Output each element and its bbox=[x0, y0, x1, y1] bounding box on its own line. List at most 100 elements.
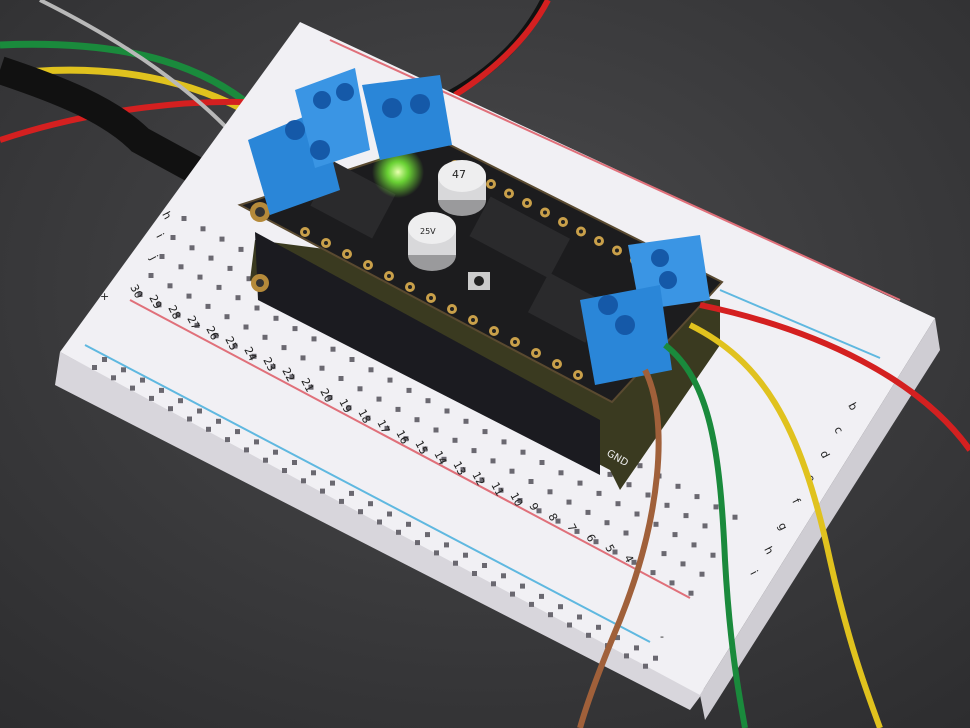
breadboard-hole bbox=[208, 255, 214, 261]
breadboard-front-edge bbox=[55, 352, 705, 710]
breadboard-hole bbox=[422, 446, 428, 452]
power-cable bbox=[0, 56, 257, 213]
rail-line-blue-near bbox=[84, 344, 651, 643]
rail-hole bbox=[225, 437, 230, 443]
breadboard-hole bbox=[227, 265, 233, 271]
row-number: 21 bbox=[298, 376, 316, 394]
rail-hole bbox=[244, 447, 249, 453]
breadboard-hole bbox=[292, 326, 298, 332]
row-number: 23 bbox=[260, 355, 278, 373]
row-number: 20 bbox=[317, 386, 335, 404]
rail-hole bbox=[520, 583, 525, 589]
breadboard-hole bbox=[300, 355, 306, 361]
breadboard-hole bbox=[593, 539, 599, 545]
column-letter: i bbox=[153, 231, 166, 240]
rail-hole bbox=[434, 550, 439, 556]
row-number: 13 bbox=[450, 459, 468, 477]
breadboard-hole bbox=[368, 367, 374, 373]
rail-hole bbox=[634, 645, 639, 651]
breadboard-hole bbox=[547, 489, 553, 495]
red-wire-top bbox=[453, 0, 551, 98]
rail-hole bbox=[453, 560, 458, 566]
column-letter: f bbox=[789, 496, 803, 507]
rail-hole bbox=[111, 375, 116, 381]
breadboard-hole bbox=[528, 479, 534, 484]
rail-hole bbox=[130, 385, 135, 391]
rail-hole bbox=[254, 439, 259, 445]
breadboard-hole bbox=[289, 374, 295, 380]
column-letter: c bbox=[831, 424, 845, 435]
breadboard-hole bbox=[520, 449, 526, 455]
breadboard-hole bbox=[585, 509, 591, 515]
breadboard-hole bbox=[612, 549, 618, 555]
rail-hole bbox=[368, 501, 373, 507]
breadboard-hole bbox=[159, 254, 165, 259]
breadboard-hole bbox=[189, 245, 195, 251]
breadboard-hole bbox=[509, 468, 515, 474]
rail-hole bbox=[187, 416, 192, 422]
breadboard-hole bbox=[555, 518, 561, 524]
breadboard-hole bbox=[675, 483, 681, 489]
breadboard-hole bbox=[463, 418, 469, 424]
rail-line-red-near bbox=[129, 299, 691, 599]
breadboard-hole bbox=[604, 520, 610, 526]
breadboard-hole bbox=[672, 532, 678, 538]
breadboard-hole bbox=[452, 437, 458, 443]
breadboard-hole bbox=[653, 521, 659, 527]
brown-wire-front bbox=[577, 368, 662, 728]
breadboard-hole bbox=[219, 236, 225, 242]
breadboard-hole bbox=[178, 264, 184, 270]
breadboard-hole bbox=[137, 292, 143, 297]
breadboard-hole bbox=[254, 305, 260, 311]
breadboard-hole bbox=[197, 274, 203, 280]
breadboard-hole bbox=[669, 580, 675, 586]
row-number: 29 bbox=[146, 293, 164, 311]
breadboard-hole bbox=[661, 551, 667, 557]
breadboard-hole bbox=[694, 494, 700, 500]
rail-hole bbox=[263, 457, 268, 463]
rail-hole bbox=[282, 468, 287, 473]
breadboard-hole bbox=[338, 376, 344, 381]
breadboard-hole bbox=[680, 561, 686, 567]
rail-hole bbox=[178, 398, 183, 404]
yellow-wire-front bbox=[688, 322, 883, 728]
rail-hole bbox=[548, 612, 553, 618]
rail-line-blue-far bbox=[719, 289, 881, 359]
power-led bbox=[372, 146, 424, 198]
breadboard-hole bbox=[213, 333, 219, 339]
breadboard-hole bbox=[330, 346, 336, 352]
driver-chip-2 bbox=[469, 196, 571, 279]
breadboard-hole bbox=[607, 471, 613, 477]
reset-button-cap bbox=[474, 276, 484, 286]
breadboard-hole bbox=[623, 530, 629, 536]
breadboard-hole bbox=[539, 460, 545, 465]
breadboard-hole bbox=[460, 467, 466, 473]
breadboard-hole bbox=[270, 364, 276, 370]
breadboard-hole bbox=[536, 508, 542, 514]
breadboard-hole bbox=[281, 345, 287, 351]
rail-hole bbox=[396, 529, 401, 535]
row-number: 28 bbox=[165, 303, 183, 321]
row-number: 10 bbox=[507, 490, 525, 508]
breadboard-hole bbox=[558, 470, 564, 476]
rail-hole bbox=[339, 498, 344, 504]
rail-hole bbox=[643, 663, 648, 669]
rail-hole bbox=[149, 395, 154, 401]
breadboard-hole bbox=[243, 324, 249, 330]
breadboard-hole bbox=[308, 384, 314, 390]
breadboard-hole bbox=[194, 322, 200, 328]
terminal-blocks bbox=[248, 68, 710, 385]
breadboard-hole bbox=[365, 415, 371, 421]
rail-hole bbox=[501, 573, 506, 579]
row-number: 25 bbox=[222, 334, 240, 352]
breadboard-hole bbox=[235, 295, 241, 301]
rail-hole bbox=[558, 604, 563, 610]
column-letter: i bbox=[747, 568, 760, 577]
rail-hole bbox=[415, 540, 420, 546]
row-number: 11 bbox=[488, 480, 506, 498]
row-number: 12 bbox=[469, 470, 487, 488]
rail-hole bbox=[140, 377, 145, 383]
breadboard-hole bbox=[170, 235, 176, 240]
breadboard-hole bbox=[395, 406, 401, 412]
rail-hole bbox=[292, 460, 297, 465]
